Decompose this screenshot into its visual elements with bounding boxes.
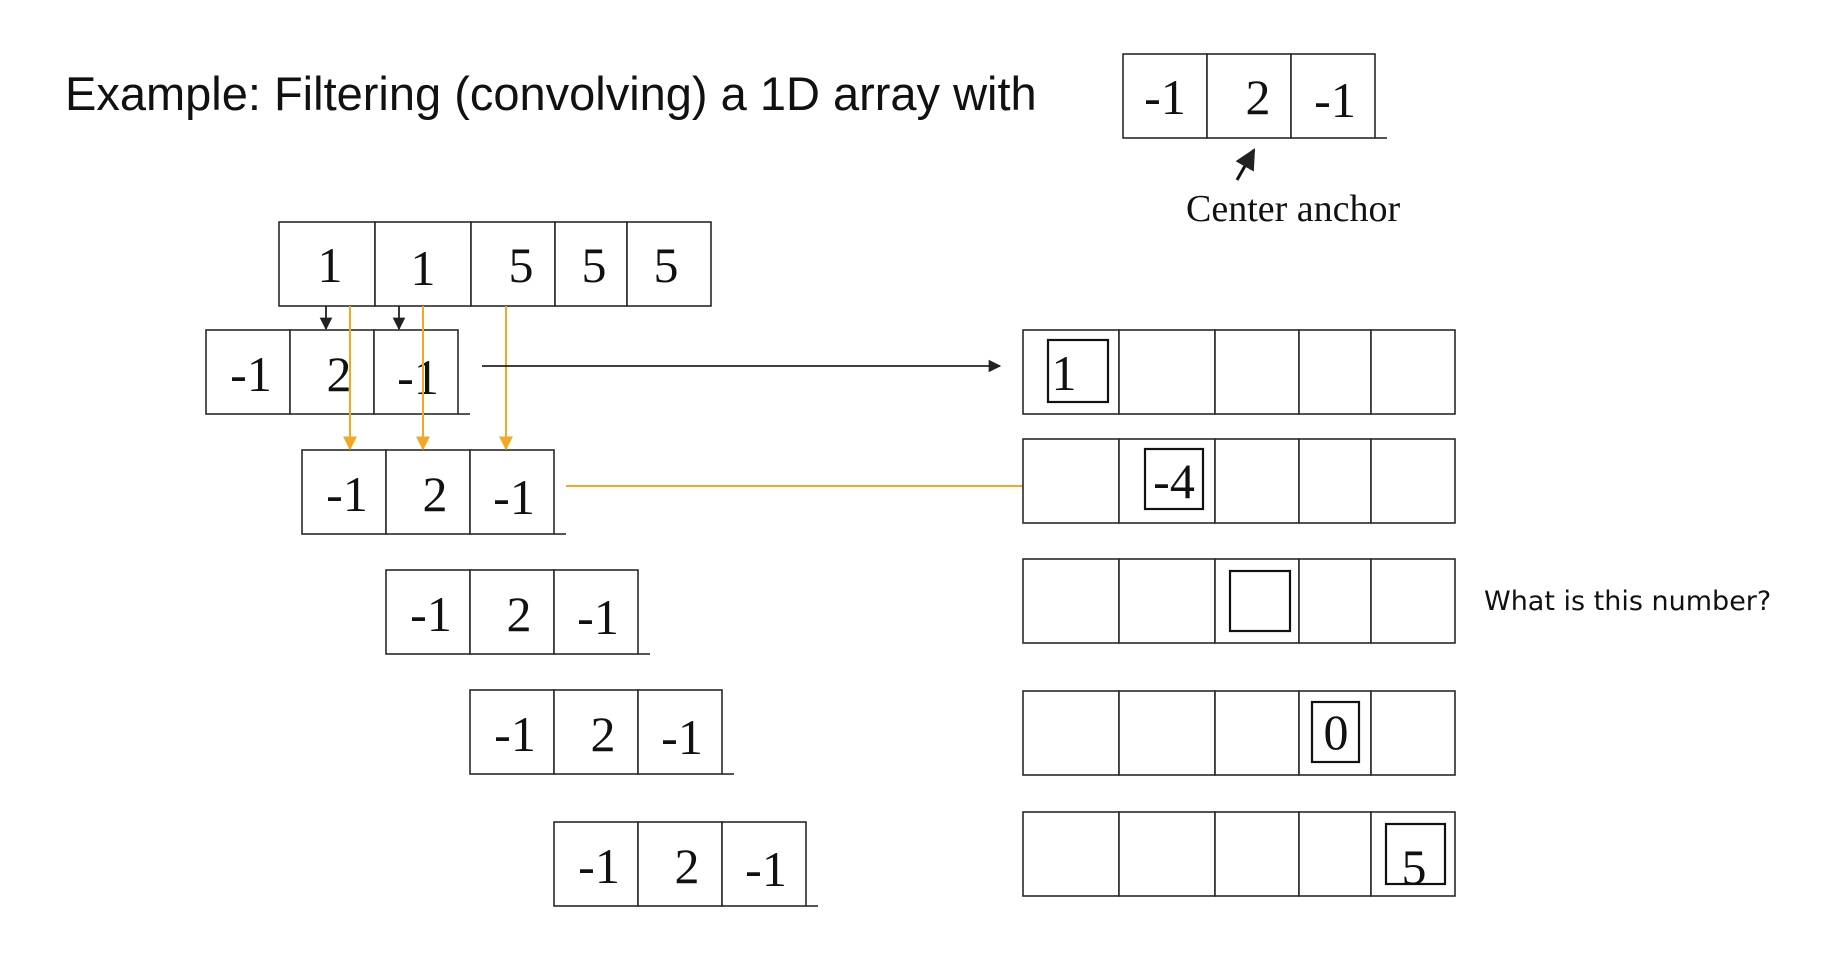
kernel-value: -1 bbox=[577, 589, 619, 645]
output-highlight-box bbox=[1143, 447, 1205, 511]
kernel-cell bbox=[373, 329, 459, 415]
output-cell bbox=[1214, 690, 1300, 776]
output-cell bbox=[1118, 558, 1216, 644]
kernel-cell bbox=[205, 329, 291, 415]
output-highlight-box bbox=[1310, 700, 1361, 764]
kernel-cell bbox=[1122, 53, 1208, 139]
kernel-cell bbox=[721, 821, 807, 907]
kernel-value: 2 bbox=[423, 466, 448, 522]
kernel-cell bbox=[1290, 53, 1376, 139]
input-value: 1 bbox=[411, 240, 436, 296]
anchor-arrow bbox=[1235, 148, 1256, 181]
output-highlight-box bbox=[1384, 822, 1447, 886]
anchor-label: Center anchor bbox=[1186, 188, 1401, 230]
output-cell bbox=[1022, 811, 1120, 897]
output-cell bbox=[1370, 690, 1456, 776]
kernel-position-4: -1 2 -1 bbox=[469, 689, 734, 775]
kernel-value: 2 bbox=[1246, 69, 1271, 125]
output-cell bbox=[1298, 438, 1372, 524]
page-title: Example: Filtering (convolving) a 1D arr… bbox=[65, 67, 1037, 120]
output-cell bbox=[1298, 558, 1372, 644]
output-cell bbox=[1214, 811, 1300, 897]
kernel-cell bbox=[469, 689, 555, 775]
question-label: What is this number? bbox=[1484, 586, 1771, 617]
input-cell bbox=[626, 221, 712, 307]
input-value: 5 bbox=[654, 237, 679, 293]
output-cell bbox=[1118, 329, 1216, 415]
kernel-value: 2 bbox=[675, 838, 700, 894]
kernel-value: -1 bbox=[1144, 69, 1186, 125]
input-cell bbox=[470, 221, 556, 307]
output-cell bbox=[1022, 690, 1120, 776]
output-row-4: 0 bbox=[1022, 690, 1456, 776]
kernel-value: -1 bbox=[661, 709, 703, 765]
output-cell bbox=[1118, 690, 1216, 776]
output-cell bbox=[1022, 438, 1120, 524]
input-value: 1 bbox=[318, 237, 343, 293]
output-cell bbox=[1022, 329, 1120, 415]
kernel-position-3: -1 2 -1 bbox=[385, 569, 650, 655]
input-array: 1 1 5 5 5 bbox=[278, 221, 712, 307]
kernel-value: 2 bbox=[507, 586, 532, 642]
output-row-3 bbox=[1022, 558, 1456, 644]
input-value: 5 bbox=[582, 237, 607, 293]
kernel-cell bbox=[637, 821, 723, 907]
kernel-cell bbox=[1206, 53, 1292, 139]
kernel-value: -1 bbox=[1314, 72, 1356, 128]
input-value: 5 bbox=[509, 237, 534, 293]
output-value: 5 bbox=[1402, 839, 1427, 895]
kernel-value: -1 bbox=[397, 349, 439, 405]
kernel-value: -1 bbox=[494, 706, 536, 762]
kernel-value: -1 bbox=[578, 838, 620, 894]
output-cell bbox=[1298, 811, 1372, 897]
kernel-cell bbox=[289, 329, 375, 415]
kernel-value: -1 bbox=[230, 346, 272, 402]
output-cell bbox=[1370, 329, 1456, 415]
kernel-cell bbox=[637, 689, 723, 775]
kernel-position-2: -1 2 -1 bbox=[301, 449, 566, 535]
output-row-1: 1 bbox=[1022, 329, 1456, 415]
kernel-definition: -1 2 -1 bbox=[1122, 53, 1387, 139]
output-cell bbox=[1118, 811, 1216, 897]
kernel-position-1: -1 2 -1 bbox=[205, 329, 470, 415]
output-cell bbox=[1370, 438, 1456, 524]
output-row-5: 5 bbox=[1022, 811, 1456, 897]
kernel-cell bbox=[301, 449, 387, 535]
kernel-value: -1 bbox=[493, 469, 535, 525]
output-value: -4 bbox=[1153, 453, 1195, 509]
output-cell bbox=[1214, 329, 1300, 415]
kernel-position-5: -1 2 -1 bbox=[553, 821, 818, 907]
output-cell bbox=[1370, 558, 1456, 644]
output-highlight-box bbox=[1228, 569, 1292, 633]
kernel-cell bbox=[553, 821, 639, 907]
kernel-value: 2 bbox=[591, 706, 616, 762]
kernel-value: -1 bbox=[326, 466, 368, 522]
kernel-value: 2 bbox=[327, 346, 352, 402]
kernel-value: -1 bbox=[410, 586, 452, 642]
output-cell bbox=[1298, 329, 1372, 415]
kernel-cell bbox=[553, 569, 639, 655]
kernel-cell bbox=[385, 569, 471, 655]
output-value: 0 bbox=[1324, 704, 1349, 760]
kernel-cell bbox=[469, 569, 555, 655]
output-cell bbox=[1022, 558, 1120, 644]
kernel-cell bbox=[469, 449, 555, 535]
output-row-2: -4 bbox=[1022, 438, 1456, 524]
kernel-value: -1 bbox=[745, 841, 787, 897]
kernel-cell bbox=[553, 689, 639, 775]
output-highlight-box bbox=[1046, 338, 1110, 404]
output-value: 1 bbox=[1052, 345, 1077, 401]
output-cell bbox=[1214, 438, 1300, 524]
